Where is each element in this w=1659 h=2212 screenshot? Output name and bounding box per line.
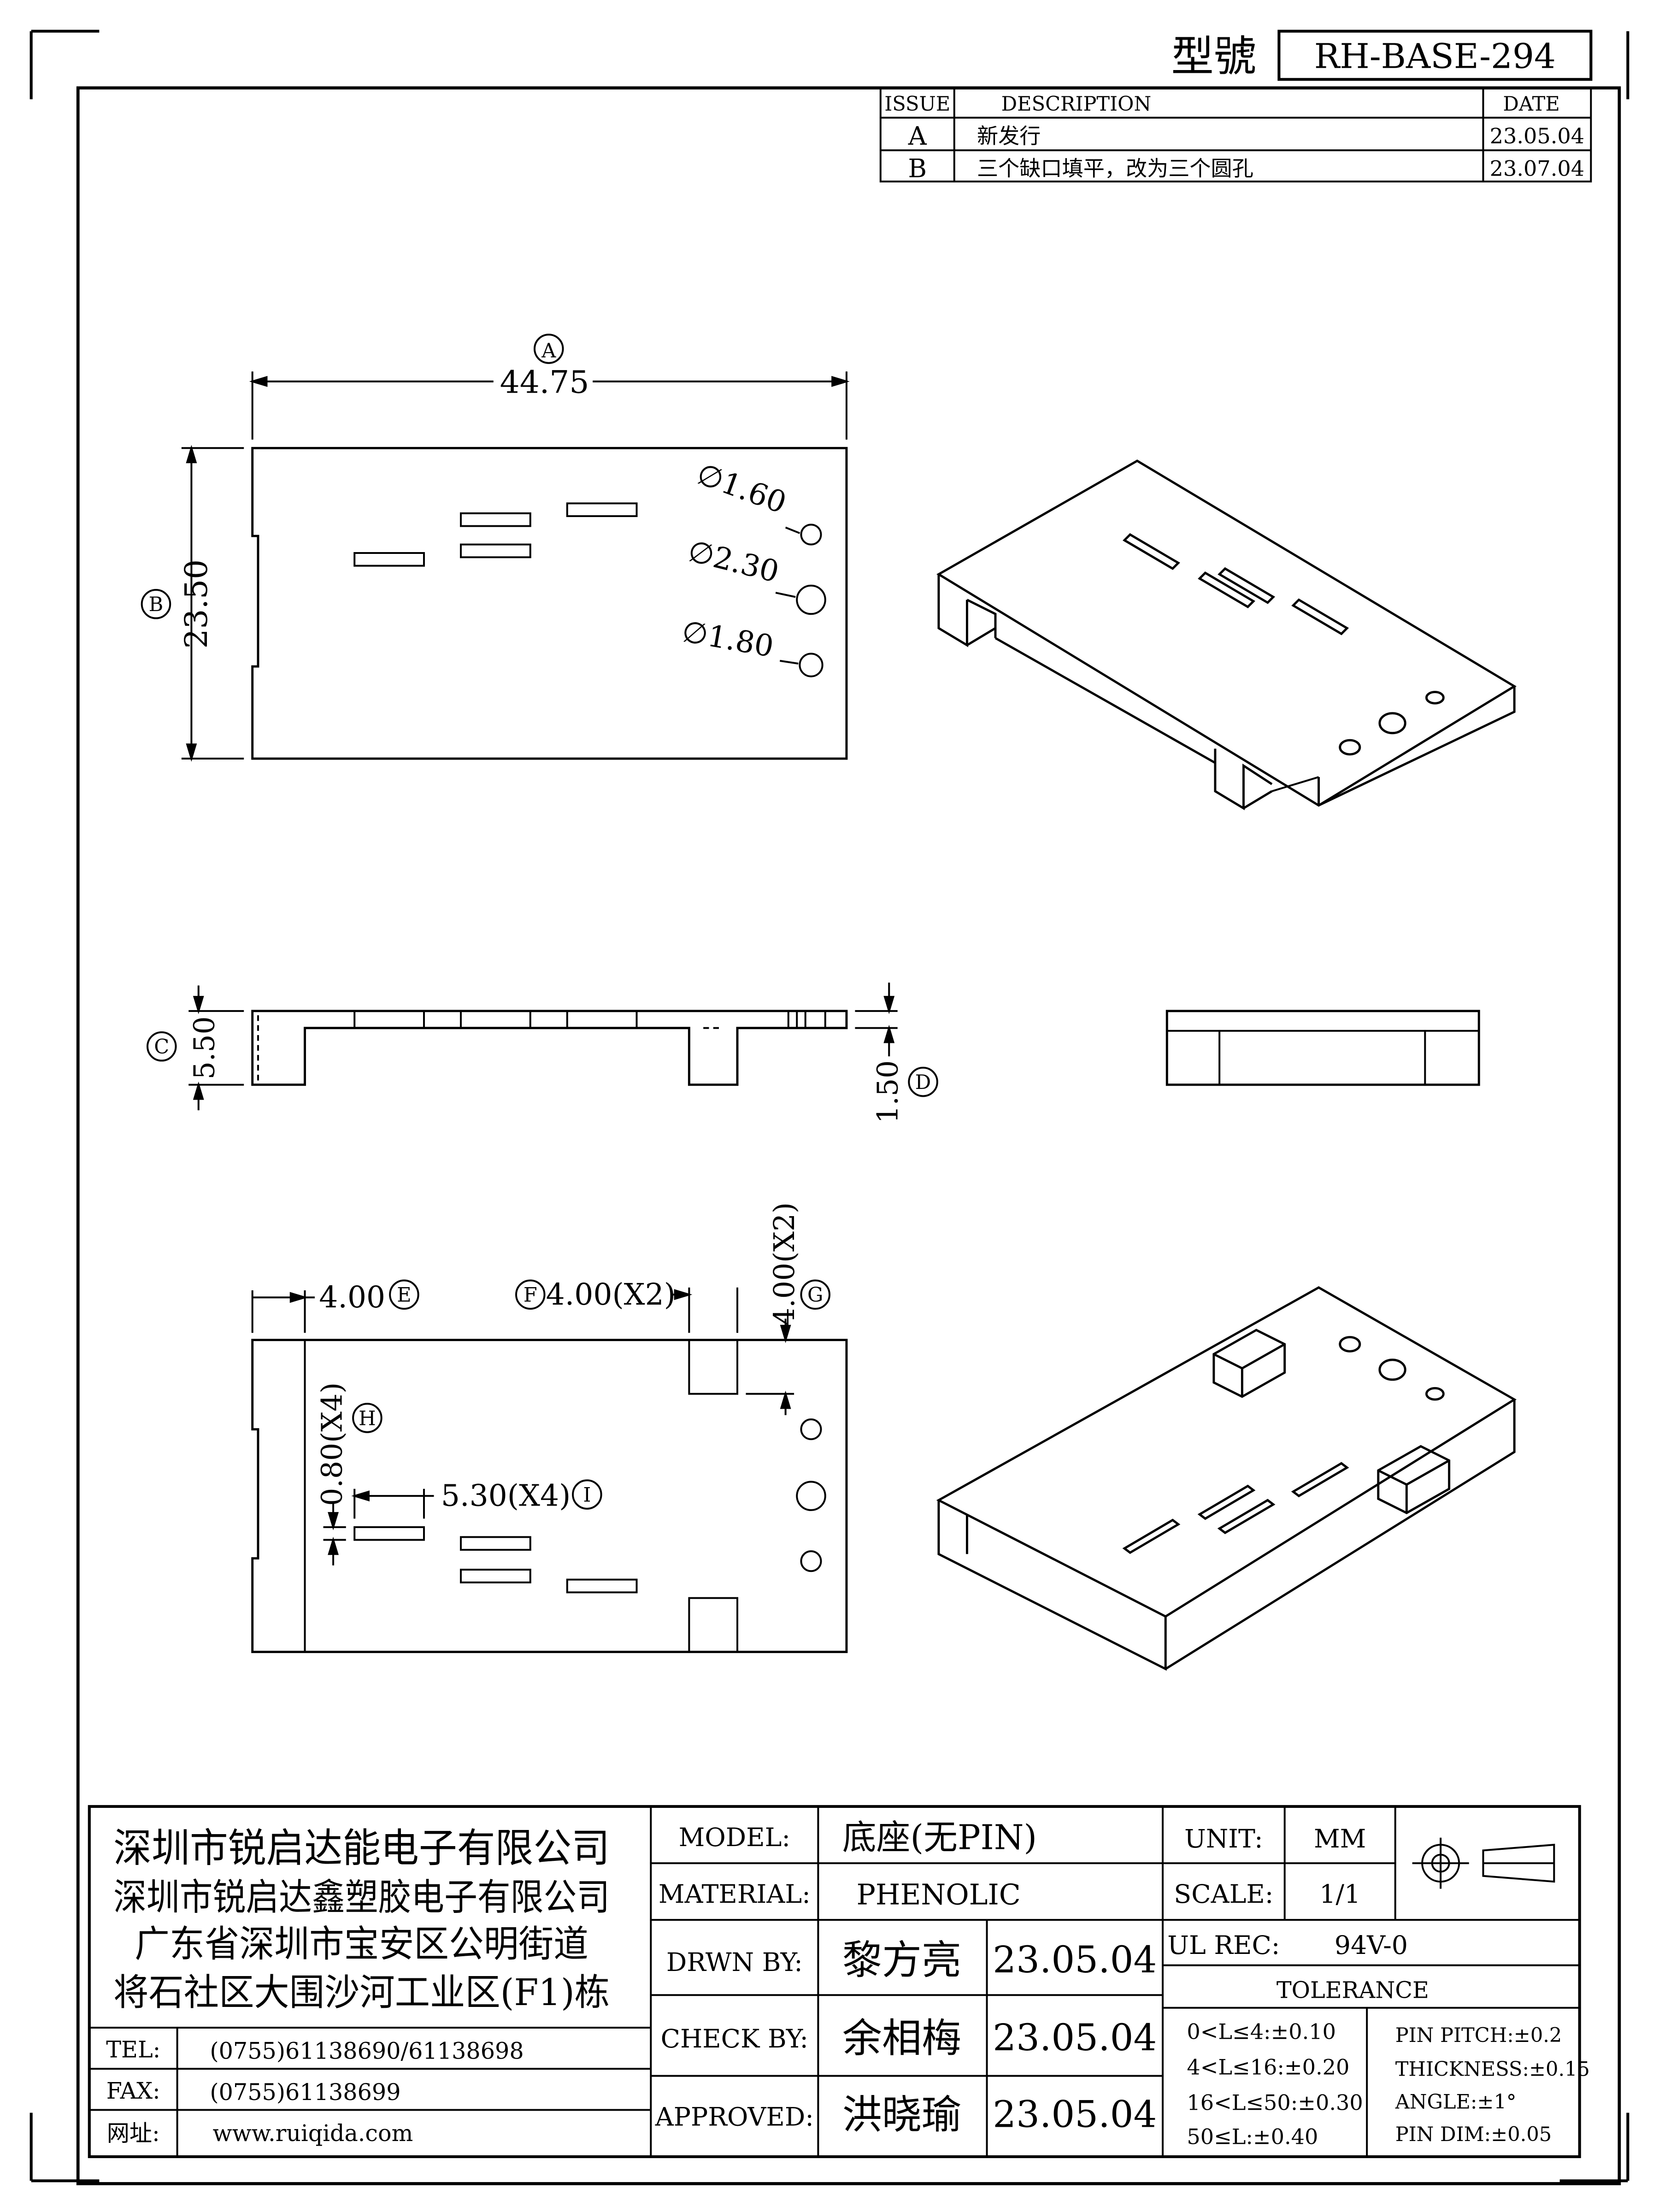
model-number-label: 型號	[1171, 31, 1257, 81]
revision-table	[879, 87, 1592, 182]
iso-view-top	[936, 459, 1517, 811]
tolerance-2: 4<L≤16:±0.20	[1187, 2055, 1349, 2080]
revision-description-b: 三个缺口填平，改为三个圆孔	[977, 156, 1253, 181]
check-by-label: CHECK BY:	[661, 2024, 809, 2054]
company-line-4: 将石社区大围沙河工业区(F1)栋	[113, 1971, 610, 2014]
fax-label: FAX:	[106, 2077, 160, 2104]
company-line-2: 深圳市锐启达鑫塑胶电子有限公司	[113, 1876, 610, 1919]
dim-d-tag: D	[915, 1071, 931, 1094]
approved-value: 洪晓瑜	[842, 2092, 961, 2138]
company-line-1: 深圳市锐启达能电子有限公司	[113, 1825, 610, 1871]
hole-1-label: ∅1.60	[692, 457, 791, 521]
approved-date: 23.05.04	[993, 2093, 1157, 2136]
hole-2-label: ∅2.30	[684, 534, 782, 589]
dim-h-value: 0.80(X4)	[316, 1382, 349, 1506]
tolerance-thickness: THICKNESS:±0.15	[1395, 2058, 1590, 2081]
unit-label: UNIT:	[1184, 1824, 1263, 1854]
ul-label: UL REC:	[1167, 1931, 1280, 1960]
material-label: MATERIAL:	[659, 1880, 811, 1909]
dim-d-value: 1.50	[871, 1060, 905, 1124]
material-value: PHENOLIC	[856, 1878, 1020, 1911]
revision-issue-b: B	[908, 154, 927, 184]
ul-value: 94V-0	[1335, 1931, 1408, 1960]
revision-header-description: DESCRIPTION	[1001, 93, 1152, 116]
revision-issue-a: A	[908, 122, 927, 151]
check-date: 23.05.04	[993, 2016, 1157, 2059]
revision-date-a: 23.05.04	[1490, 124, 1584, 148]
revision-header-date: DATE	[1503, 93, 1559, 116]
revision-description-a: 新发行	[977, 124, 1041, 148]
scale-value: 1/1	[1319, 1880, 1360, 1909]
company-line-3: 广东省深圳市宝安区公明街道	[135, 1923, 588, 1965]
model-number-value: RH-BASE-294	[1314, 37, 1556, 76]
corner-marks	[29, 29, 1630, 2183]
drawing-frame	[76, 86, 1621, 2185]
side-view	[147, 982, 938, 1111]
dim-e-value: 4.00	[319, 1280, 385, 1315]
revision-date-b: 23.07.04	[1490, 156, 1584, 181]
revision-header-issue: ISSUE	[884, 93, 950, 116]
dim-a-value: 44.75	[500, 364, 589, 400]
tolerance-pin-pitch: PIN PITCH:±0.2	[1395, 2024, 1562, 2047]
check-by-value: 余相梅	[842, 2015, 961, 2061]
dim-g-value: 4.00(X2)	[768, 1202, 801, 1326]
drawn-by-value: 黎方亮	[842, 1937, 961, 1983]
tolerance-pin-dim: PIN DIM:±0.05	[1395, 2123, 1552, 2146]
top-view	[141, 334, 850, 762]
dim-h-tag: H	[359, 1407, 376, 1430]
dim-c-value: 5.50	[188, 1016, 221, 1079]
model-label: MODEL:	[679, 1823, 790, 1853]
drawn-date: 23.05.04	[993, 1938, 1157, 1981]
model-value: 底座(无PIN)	[842, 1818, 1037, 1857]
dim-g-tag: G	[807, 1284, 823, 1307]
model-number-box	[1277, 29, 1593, 81]
dim-c-tag: C	[154, 1035, 169, 1059]
approved-label: APPROVED:	[655, 2102, 814, 2132]
iso-view-bottom	[936, 1286, 1517, 1671]
hole-3-label: ∅1.80	[679, 614, 776, 665]
tolerance-1: 0<L≤4:±0.10	[1187, 2019, 1336, 2044]
end-view	[1165, 1010, 1480, 1086]
drawn-by-label: DRWN BY:	[666, 1948, 803, 1977]
dim-f-tag: F	[524, 1284, 537, 1307]
title-block-lines	[88, 1805, 1581, 2159]
tolerance-3: 16<L≤50:±0.30	[1187, 2090, 1363, 2115]
dim-e-tag: E	[397, 1284, 411, 1307]
dim-f-value: 4.00(X2)	[546, 1277, 676, 1312]
dim-b-tag: B	[149, 593, 164, 616]
web-label: 网址:	[107, 2120, 160, 2147]
dim-b-value: 23.50	[178, 559, 214, 649]
tel-label: TEL:	[106, 2036, 160, 2063]
bottom-view	[251, 1279, 848, 1653]
fax-value: (0755)61138699	[210, 2079, 400, 2106]
dim-i-value: 5.30(X4)	[441, 1479, 571, 1513]
dim-i-tag: I	[583, 1483, 591, 1506]
dim-a-tag: A	[541, 339, 556, 362]
scale-label: SCALE:	[1174, 1880, 1273, 1909]
tel-value: (0755)61138690/61138698	[210, 2038, 524, 2065]
tolerance-title: TOLERANCE	[1277, 1977, 1429, 2003]
web-value: www.ruiqida.com	[213, 2120, 413, 2147]
unit-value: MM	[1314, 1824, 1366, 1854]
tolerance-4: 50≤L:±0.40	[1187, 2124, 1318, 2149]
tolerance-angle: ANGLE:±1°	[1395, 2090, 1517, 2113]
